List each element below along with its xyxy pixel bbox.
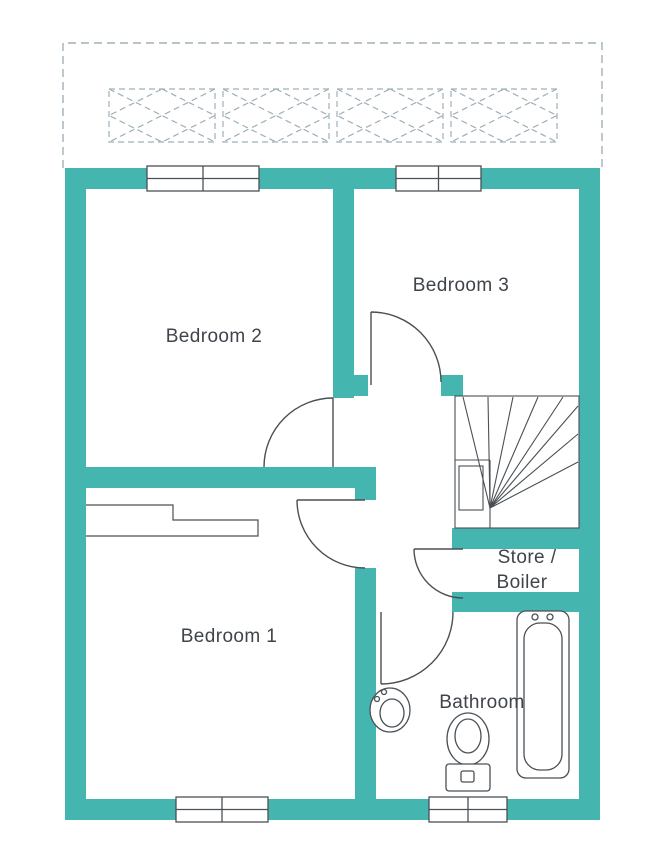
bathroom-label: Bathroom — [439, 692, 525, 713]
store-boiler-label-line1: Store / — [498, 547, 557, 568]
wall-exterior-right — [579, 168, 600, 820]
wash-basin — [369, 687, 411, 733]
wall-bedroom1-bedroom2 — [86, 467, 376, 488]
wall-bedroom1-bathroom — [355, 568, 376, 799]
door-bedroom-1 — [296, 499, 366, 569]
staircase-outline — [454, 395, 580, 529]
toilet-cistern — [445, 763, 491, 792]
door-bathroom — [380, 611, 454, 685]
skylight-icon — [222, 88, 330, 143]
door-bedroom-3 — [370, 311, 442, 385]
window-bottom-left — [175, 796, 269, 823]
basin-tap-icon — [380, 688, 388, 696]
skylight-icon — [450, 88, 558, 143]
door-store-boiler — [413, 548, 464, 599]
bedroom-2-label: Bedroom 2 — [166, 326, 263, 347]
bathroom-fixtures — [369, 610, 570, 792]
window-top-left — [146, 165, 260, 192]
basin-tap-icon — [373, 695, 381, 703]
window-bottom-right — [428, 796, 508, 823]
skylight-icon — [336, 88, 444, 143]
room-labels: Bedroom 2 Bedroom 3 Bedroom 1 Store / Bo… — [166, 275, 557, 713]
toilet — [445, 712, 491, 792]
doors — [263, 311, 464, 685]
bulkhead — [86, 504, 259, 537]
wall-exterior-bottom — [65, 799, 600, 820]
toilet-flush-icon — [460, 770, 475, 783]
wall-bedroom3-left-jamb — [333, 375, 368, 396]
wall-bedroom2-landing — [333, 189, 354, 398]
bathtub-tap-icon — [531, 613, 539, 621]
staircase-treads — [462, 396, 579, 509]
skylights — [108, 88, 558, 143]
window-top-right — [395, 165, 482, 192]
staircase-newel-post — [458, 465, 484, 511]
wall-exterior-left — [65, 168, 86, 820]
bedroom-3-label: Bedroom 3 — [413, 275, 510, 296]
skylight-icon — [108, 88, 216, 143]
wall-bedroom1-landing-stub — [355, 488, 376, 500]
wall-bedroom3-right-jamb — [441, 375, 463, 396]
door-bedroom-2 — [263, 397, 334, 468]
bathtub — [516, 610, 570, 779]
store-boiler-label-line2: Boiler — [497, 572, 548, 593]
roof-outline-path — [62, 42, 603, 168]
windows — [146, 165, 508, 823]
wall-exterior-top — [65, 168, 600, 189]
roof-dashed-outline — [62, 42, 603, 168]
wall-stairs-store — [452, 528, 579, 549]
staircase — [454, 395, 580, 529]
wall-store-bathroom — [452, 592, 579, 612]
bathtub-tap-icon — [546, 613, 554, 621]
bedroom-1-label: Bedroom 1 — [181, 626, 278, 647]
bulkhead-outline — [86, 504, 259, 537]
